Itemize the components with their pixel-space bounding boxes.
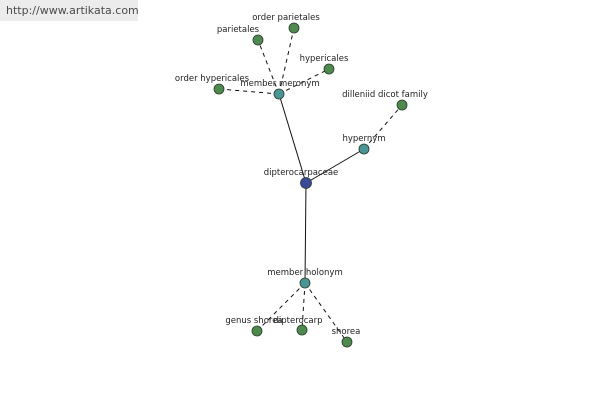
node-member-holonym[interactable] (299, 277, 311, 289)
node-label-order-hypericales: order hypericales (175, 74, 250, 84)
labels-layer: dipterocarpaceae member meronym hypernym me… (175, 13, 428, 337)
node-label-genus-shorea: genus shorea (225, 316, 282, 326)
node-hypernym[interactable] (358, 143, 370, 155)
edge-member-holonym-to-genus-shorea (256, 282, 306, 332)
edge-root-to-member-meronym (278, 93, 307, 184)
node-label-parietales: parietales (217, 25, 260, 35)
edge-member-meronym-to-order-parietales (278, 27, 295, 95)
node-label-hypernym: hypernym (342, 134, 385, 144)
edges-layer (218, 27, 403, 343)
node-dilleniid-dicot-family[interactable] (396, 99, 408, 111)
node-hypericales[interactable] (323, 63, 335, 75)
node-genus-shorea[interactable] (251, 325, 263, 337)
node-shorea[interactable] (341, 336, 353, 348)
node-label-member-meronym: member meronym (240, 79, 319, 89)
edge-hypernym-to-dilleniid-dicot-family (363, 104, 403, 150)
edge-root-to-hypernym (305, 148, 365, 184)
node-member-meronym[interactable] (273, 88, 285, 100)
node-label-order-parietales: order parietales (252, 13, 320, 23)
watermark-url: http://www.artikata.com (0, 0, 139, 21)
node-label-root: dipterocarpaceae (264, 168, 339, 178)
node-label-hypericales: hypericales (300, 54, 349, 64)
edge-member-meronym-to-order-hypericales (218, 88, 280, 95)
node-label-dilleniid-dicot-family: dilleniid dicot family (342, 90, 428, 100)
node-dipterocarp[interactable] (296, 324, 308, 336)
node-label-dipterocarp: dipterocarp (274, 316, 323, 326)
edge-member-meronym-to-hypericales (278, 68, 330, 95)
node-root[interactable] (300, 177, 312, 189)
node-label-shorea: shorea (332, 327, 361, 337)
node-order-hypericales[interactable] (213, 83, 225, 95)
node-label-member-holonym: member holonym (267, 268, 342, 278)
node-parietales[interactable] (252, 34, 264, 46)
node-order-parietales[interactable] (288, 22, 300, 34)
edge-member-meronym-to-parietales (257, 39, 280, 95)
edge-root-to-member-holonym (304, 182, 307, 284)
nodes-layer (213, 22, 408, 348)
